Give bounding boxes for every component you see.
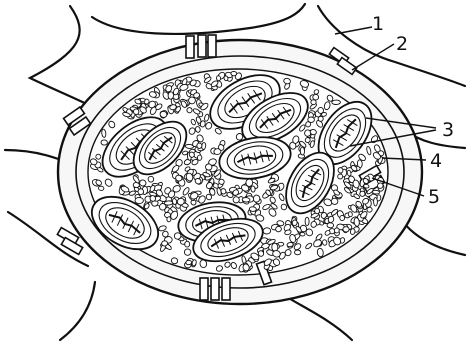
- cytoplasm-granule: [160, 111, 168, 118]
- cytoplasm-granule: [263, 227, 271, 234]
- cytoplasm-granule: [343, 226, 350, 232]
- cytoplasm-granule: [331, 198, 339, 205]
- cytoplasm-granule: [334, 228, 339, 233]
- cytoplasm-granule: [338, 174, 343, 179]
- cytoplasm-granule: [308, 117, 315, 123]
- cytoplasm-granule: [101, 140, 108, 146]
- cytoplasm-granule: [148, 176, 154, 182]
- cytoplasm-granule: [300, 147, 305, 155]
- cytoplasm-granule: [340, 215, 345, 221]
- cytoplasm-granule: [332, 100, 341, 105]
- cytoplasm-granule: [98, 186, 104, 191]
- cytoplasm-granule: [161, 240, 168, 246]
- cytoplasm-granule: [101, 129, 106, 138]
- cytoplasm-granule: [216, 75, 221, 81]
- cytoplasm-granule: [300, 232, 305, 236]
- cytoplasm-granule: [186, 260, 192, 265]
- cytoplasm-granule: [197, 155, 202, 160]
- cytoplasm-granule: [249, 207, 256, 212]
- cytoplasm-granule: [164, 201, 173, 206]
- cytoplasm-granule: [305, 217, 309, 225]
- cytoplasm-granule: [251, 186, 256, 193]
- cytoplasm-granule: [197, 143, 203, 149]
- label-2: 2: [396, 33, 408, 55]
- cytoplasm-granule: [348, 211, 353, 217]
- cytoplasm-granule: [233, 196, 240, 203]
- cytoplasm-granule: [246, 179, 253, 187]
- cytoplasm-granule: [294, 250, 300, 255]
- cytoplasm-granule: [317, 248, 324, 257]
- label-3: 3: [442, 119, 454, 141]
- cytoplasm-granule: [242, 197, 250, 202]
- leader-line-2: [352, 44, 394, 70]
- label-4: 4: [430, 150, 442, 172]
- cytoplasm-granule: [185, 144, 193, 149]
- cytoplasm-granule: [314, 208, 319, 214]
- cytoplasm-granule: [167, 217, 171, 222]
- leader-line-1: [335, 27, 372, 34]
- cytoplasm-granule: [374, 198, 378, 206]
- label-1: 1: [372, 13, 384, 35]
- cytoplasm-granule: [275, 226, 282, 233]
- cytoplasm-granule: [231, 71, 237, 76]
- cytoplasm-granule: [311, 99, 317, 105]
- cytoplasm-granule: [219, 179, 225, 185]
- cytoplasm-granule: [172, 198, 177, 205]
- cytoplasm-granule: [322, 239, 327, 245]
- cytoplasm-granule: [310, 129, 317, 135]
- cytoplasm-granule: [140, 98, 145, 102]
- cytoplasm-granule: [350, 228, 356, 235]
- cytoplasm-granule: [135, 197, 143, 203]
- label-5: 5: [428, 186, 440, 208]
- cytoplasm-granule: [185, 241, 190, 247]
- cytoplasm-granule: [137, 188, 144, 195]
- cytoplasm-granule: [133, 109, 139, 115]
